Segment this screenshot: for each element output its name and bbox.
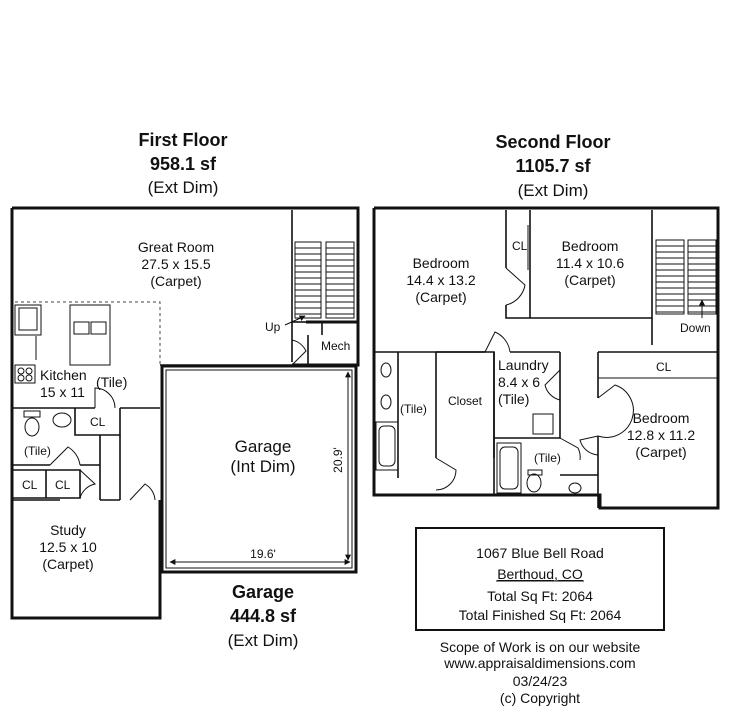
footer-website: www.appraisaldimensions.com <box>443 655 635 671</box>
study-name: Study <box>50 522 86 538</box>
bedroom-2-finish: (Carpet) <box>564 272 615 288</box>
laundry-finish: (Tile) <box>498 391 529 407</box>
first-floor-note: (Ext Dim) <box>148 178 219 197</box>
footer-scope: Scope of Work is on our website <box>440 639 641 655</box>
garage-depth-dim: 20.9' <box>331 447 345 473</box>
bath-right-finish: (Tile) <box>534 451 561 465</box>
garage-room-note: (Int Dim) <box>230 457 295 476</box>
footer-copyright: (c) Copyright <box>500 690 580 706</box>
second-floor-note: (Ext Dim) <box>518 181 589 200</box>
first-floor-heading: First Floor <box>139 130 228 150</box>
great-room-name: Great Room <box>138 239 214 255</box>
second-floor-doors <box>435 267 634 491</box>
bedroom-2-dims: 11.4 x 10.6 <box>556 255 624 271</box>
info-total-sqft: Total Sq Ft: 2064 <box>487 588 593 604</box>
bedroom-2-closet-label: CL <box>512 239 528 253</box>
bath-left-finish: (Tile) <box>400 402 427 416</box>
closet-label-3: CL <box>55 478 71 492</box>
great-room-dims: 27.5 x 15.5 <box>141 256 210 272</box>
first-floor-area: 958.1 sf <box>150 154 217 174</box>
kitchen-finish: (Tile) <box>96 374 127 390</box>
kitchen-dims: 15 x 11 <box>40 384 85 400</box>
bedroom-3-dims: 12.8 x 11.2 <box>627 427 695 443</box>
study-finish: (Carpet) <box>42 556 93 572</box>
mech-label: Mech <box>321 339 350 353</box>
bedroom-3-closet-label: CL <box>656 360 672 374</box>
bedroom-3-name: Bedroom <box>633 410 690 426</box>
laundry-dims: 8.4 x 6 <box>498 374 540 390</box>
stair-up-label: Up <box>265 320 281 334</box>
stair-down-label: Down <box>680 321 711 335</box>
garage-note: (Ext Dim) <box>228 631 299 650</box>
info-total-finished-sqft: Total Finished Sq Ft: 2064 <box>459 607 622 623</box>
kitchen-fixtures <box>14 304 111 384</box>
bedroom-2-name: Bedroom <box>562 238 619 254</box>
garage-heading: Garage <box>232 582 294 602</box>
closet-label-2: CL <box>22 478 38 492</box>
kitchen-name: Kitchen <box>40 367 87 383</box>
garage-area: 444.8 sf <box>230 606 297 626</box>
bath-finish: (Tile) <box>24 444 51 458</box>
bedroom-1-name: Bedroom <box>413 255 470 271</box>
garage-room-name: Garage <box>235 437 292 456</box>
study-dims: 12.5 x 10 <box>39 539 97 555</box>
info-city: Berthoud, CO <box>497 566 583 582</box>
bedroom-1-dims: 14.4 x 13.2 <box>406 272 475 288</box>
bedroom-1-finish: (Carpet) <box>415 289 466 305</box>
great-room-finish: (Carpet) <box>150 273 201 289</box>
second-floor-stairs <box>655 239 717 318</box>
second-floor-fixtures <box>375 225 582 494</box>
first-floor-walls <box>10 206 360 620</box>
first-floor-stairs <box>284 241 355 326</box>
closet-name: Closet <box>448 394 483 408</box>
second-floor-heading: Second Floor <box>495 132 610 152</box>
second-floor-walls <box>372 206 720 510</box>
first-floor-bath-fixtures <box>23 410 72 437</box>
second-floor-area: 1105.7 sf <box>515 156 591 176</box>
info-address: 1067 Blue Bell Road <box>476 545 604 561</box>
laundry-name: Laundry <box>498 357 549 373</box>
garage-width-dim: 19.6' <box>250 547 276 561</box>
garage-walls <box>160 364 358 574</box>
closet-label-1: CL <box>90 415 106 429</box>
footer-date: 03/24/23 <box>513 673 568 689</box>
first-floor-doors <box>49 339 307 501</box>
bedroom-3-finish: (Carpet) <box>635 444 686 460</box>
info-box <box>415 527 665 631</box>
